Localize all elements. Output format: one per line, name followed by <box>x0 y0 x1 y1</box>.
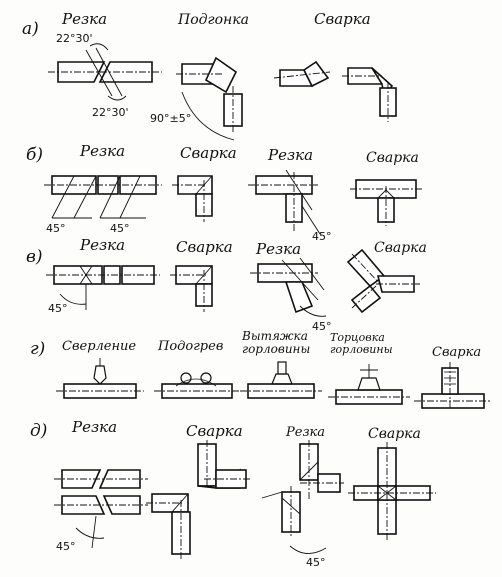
row-a-letter: a) <box>22 19 39 39</box>
row-b: б) Резка Сварка Резка Сварка 45° 45° <box>26 142 422 243</box>
row-b-angle-1: 45° <box>46 222 66 235</box>
row-v-step-2-label: Сварка <box>176 238 233 256</box>
row-b-cut-tee <box>248 169 321 235</box>
row-d-weld-elbows <box>146 440 252 560</box>
row-a-fit-pipe <box>176 56 243 141</box>
row-b-angle-2: 45° <box>110 222 130 235</box>
row-g-step-3-label: Вытяжка горловины <box>242 330 311 356</box>
row-g: г) Сверление Подогрев Вытяжка горловины … <box>30 330 490 410</box>
row-d-step-4-label: Сварка <box>368 426 421 442</box>
row-a-weld-pipe-2 <box>342 67 397 122</box>
row-b-angle-3: 45° <box>312 230 332 243</box>
row-g-step-5-label: Сварка <box>432 345 481 360</box>
row-v-cut-pipes <box>46 265 160 310</box>
row-d-step-3-label: Резка <box>285 425 325 440</box>
row-v-step-1-label: Резка <box>79 236 125 254</box>
row-g-step-1-label: Сверление <box>62 339 136 354</box>
row-b-weld-tee <box>350 179 422 226</box>
row-a-weld-pipe-1 <box>273 60 331 88</box>
row-d-letter: д) <box>30 421 47 441</box>
row-a-cut-pipe <box>48 43 162 101</box>
row-b-step-1-label: Резка <box>79 142 125 160</box>
row-d-angle-2: 45° <box>306 556 326 569</box>
row-v-step-4-label: Сварка <box>374 240 427 256</box>
row-g-welding <box>414 362 490 410</box>
row-g-step-4-label: Торцовка горловины <box>330 332 393 356</box>
row-a-step-2-label: Подгонка <box>177 12 249 28</box>
row-b-step-2-label: Сварка <box>180 144 237 162</box>
row-g-step-4-label-box: Торцовка горловины <box>330 332 393 356</box>
row-v-step-3-label: Резка <box>255 240 301 258</box>
row-d: д) Резка Сварка Резка Сварка 45° <box>30 418 436 569</box>
row-v-cut-wye <box>250 257 327 317</box>
row-d-cut-pipes <box>54 469 148 549</box>
row-a-angle-1: 22°30' <box>56 32 93 45</box>
row-a-angle-3: 90°±5° <box>150 112 191 125</box>
row-d-weld-cross <box>348 442 436 540</box>
row-v: в) Резка Сварка Резка Сварка 45° <box>26 236 427 333</box>
row-v-angle-2: 45° <box>312 320 332 333</box>
row-d-cut-cross <box>261 440 344 554</box>
row-a-step-1-label: Резка <box>61 10 107 28</box>
row-b-letter: б) <box>26 145 43 165</box>
row-b-cut-pipes <box>44 175 162 219</box>
row-v-weld-elbow <box>170 265 213 312</box>
row-b-weld-elbow <box>172 175 213 222</box>
row-g-neck-drawing <box>240 361 322 399</box>
row-v-letter: в) <box>26 247 43 267</box>
row-d-angle-1: 45° <box>56 540 76 553</box>
row-a-angle-2: 22°30' <box>92 106 129 119</box>
row-g-heating <box>154 372 240 399</box>
row-b-step-4-label: Сварка <box>366 150 419 166</box>
row-a: a) Резка Подгонка Сварка 22°30' 22°30' 9… <box>22 10 397 141</box>
row-g-step-3-label-box: Вытяжка горловины <box>242 330 311 356</box>
row-d-step-1-label: Резка <box>71 418 117 436</box>
row-d-step-2-label: Сварка <box>186 422 243 440</box>
row-g-neck-facing <box>328 364 410 405</box>
row-v-angle-1: 45° <box>48 302 68 315</box>
row-g-letter: г) <box>30 339 45 359</box>
row-g-step-2-label: Подогрев <box>157 339 223 354</box>
row-b-step-3-label: Резка <box>267 146 313 164</box>
row-a-step-3-label: Сварка <box>314 10 371 28</box>
row-g-drilling <box>56 358 144 399</box>
row-v-weld-wye <box>346 248 420 314</box>
